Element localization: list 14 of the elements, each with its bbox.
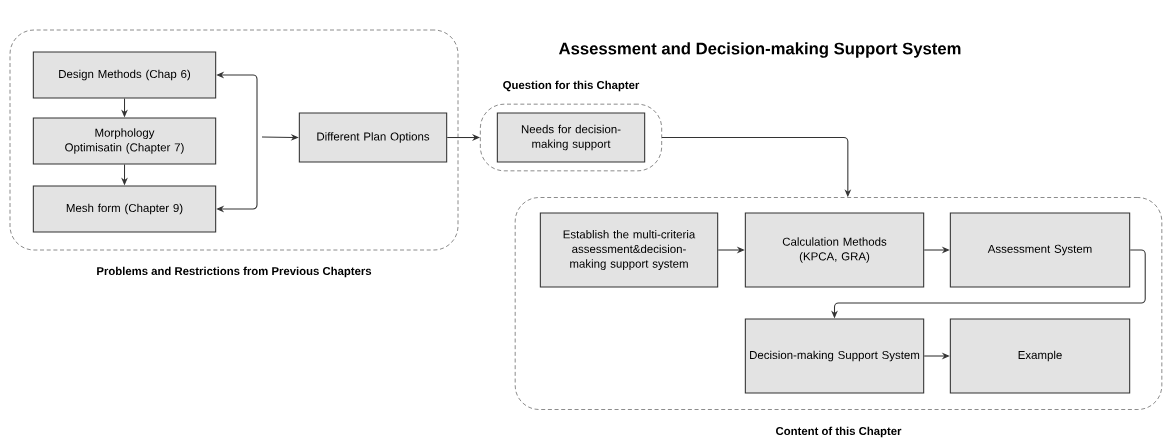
process-box: Needs for decision-making support <box>496 112 646 163</box>
process-box: Calculation Methods (KPCA, GRA) <box>744 212 925 288</box>
process-box: Design Methods (Chap 6) <box>32 51 217 99</box>
process-box: Assessment System <box>949 212 1131 288</box>
group-heading: Problems and Restrictions from Previous Chapters <box>97 266 372 278</box>
process-box: Mesh form (Chapter 9) <box>32 185 217 233</box>
group-heading: Content of this Chapter <box>776 426 902 438</box>
title: Assessment and Decision-making Support System <box>559 42 961 58</box>
process-box: Morphology Optimisatin (Chapter 7) <box>32 117 217 165</box>
group-heading: Question for this Chapter <box>503 80 640 92</box>
process-box: Example <box>949 318 1131 394</box>
process-box: Different Plan Options <box>298 112 448 163</box>
process-box: Decision-making Support System <box>744 318 925 394</box>
process-box: Establish the multi-criteria assessment&decision-making support system <box>539 212 719 288</box>
